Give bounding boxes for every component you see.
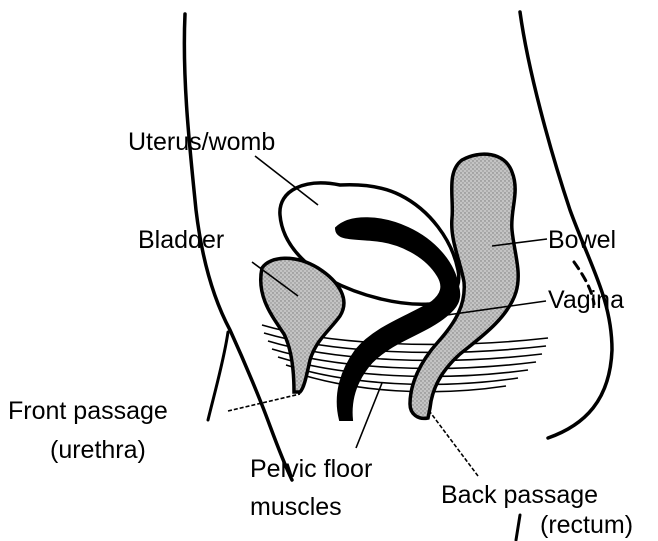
label-bladder: Bladder (138, 226, 224, 254)
label-pelvic-floor: Pelvic floor (250, 455, 372, 483)
label-rectum: (rectum) (540, 511, 633, 539)
body-outline-back (520, 12, 612, 438)
label-front-passage: Front passage (8, 397, 168, 425)
label-vagina: Vagina (548, 286, 624, 314)
label-uterus: Uterus/womb (128, 128, 275, 156)
label-bowel: Bowel (548, 226, 616, 254)
thigh-outline (208, 332, 228, 420)
label-back-passage: Back passage (441, 481, 598, 509)
leader-back-passage (430, 412, 478, 476)
label-muscles: muscles (250, 493, 342, 521)
back-leg-line (516, 515, 520, 540)
leader-pelvic-floor (356, 383, 382, 448)
label-urethra: (urethra) (50, 436, 146, 464)
